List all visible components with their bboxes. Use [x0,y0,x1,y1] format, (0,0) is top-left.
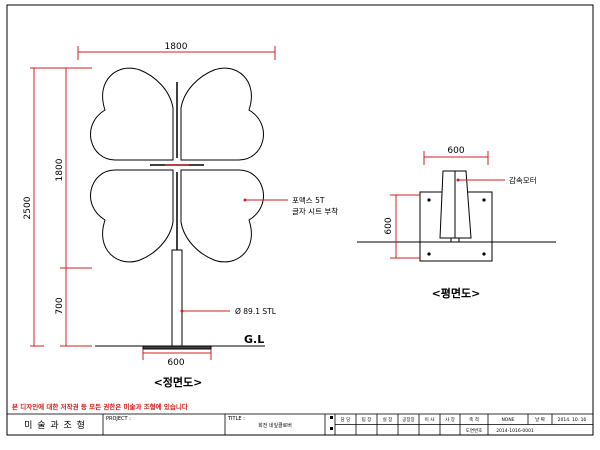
dim-width-label: 1800 [165,42,188,52]
date-label: 날 짜 [535,416,545,423]
sheet-border [6,4,594,436]
copyright-notice: 본 디자인에 대한 저작권 등 모든 권한은 미술과 조형에 있습니다 [12,402,188,411]
scale-value: NONE [501,417,514,423]
title-block [6,413,594,436]
plan-dimensions [390,151,505,259]
approval-cell-6: 사 장 [445,416,455,423]
approval-cell-3: 실 장 [383,416,393,423]
note-pipe-label: Ø 89.1 STL [235,307,277,316]
note-material-line2: 글자 시트 부착 [292,207,338,216]
approval-cell-4: 공장장 [402,416,414,423]
note-material-line1: 포맥스 5T [292,195,325,205]
drawing-no-label: 도면번호 [466,427,483,434]
drawing-no-value: 2014-1016-0001 [496,428,534,434]
approval-cell-2: 팀 장 [362,416,372,423]
plan-dim-width-label: 600 [447,146,464,156]
approval-cell-5: 이 사 [425,416,436,423]
company-name: 미 술 과 조 형 [24,420,86,431]
dim-pole-height-label: 700 [55,297,65,314]
clover-leaf-top-right [180,67,264,161]
note-motor-label: 감속모터 [509,175,537,185]
dim-top-height-label: 1800 [55,158,65,181]
plan-dim-height-label: 600 [384,217,394,234]
approval-cell-1: 담 당 [341,416,351,423]
dim-total-height-label: 2500 [23,196,33,219]
title-label: TITLE : [227,416,245,422]
scale-label: 축 척 [469,416,479,423]
clover-leaf-top-left [90,67,174,161]
project-label: PROJECT : [106,416,131,422]
front-dimensions [30,46,288,360]
front-view [90,67,264,350]
clover-leaf-bottom-left [90,169,174,263]
ground-line-label: G.L [244,333,264,346]
dim-base-label: 600 [167,358,184,368]
clover-leaf-bottom-right [180,169,264,263]
front-view-caption: <정면도> [154,375,203,389]
title-value: 회전 네잎클로버 [258,422,292,429]
date-value: 2014. 10. 16 [558,417,587,423]
support-pole [171,249,183,347]
plan-view-caption: <평면도> [432,286,481,300]
plan-view [357,170,556,262]
